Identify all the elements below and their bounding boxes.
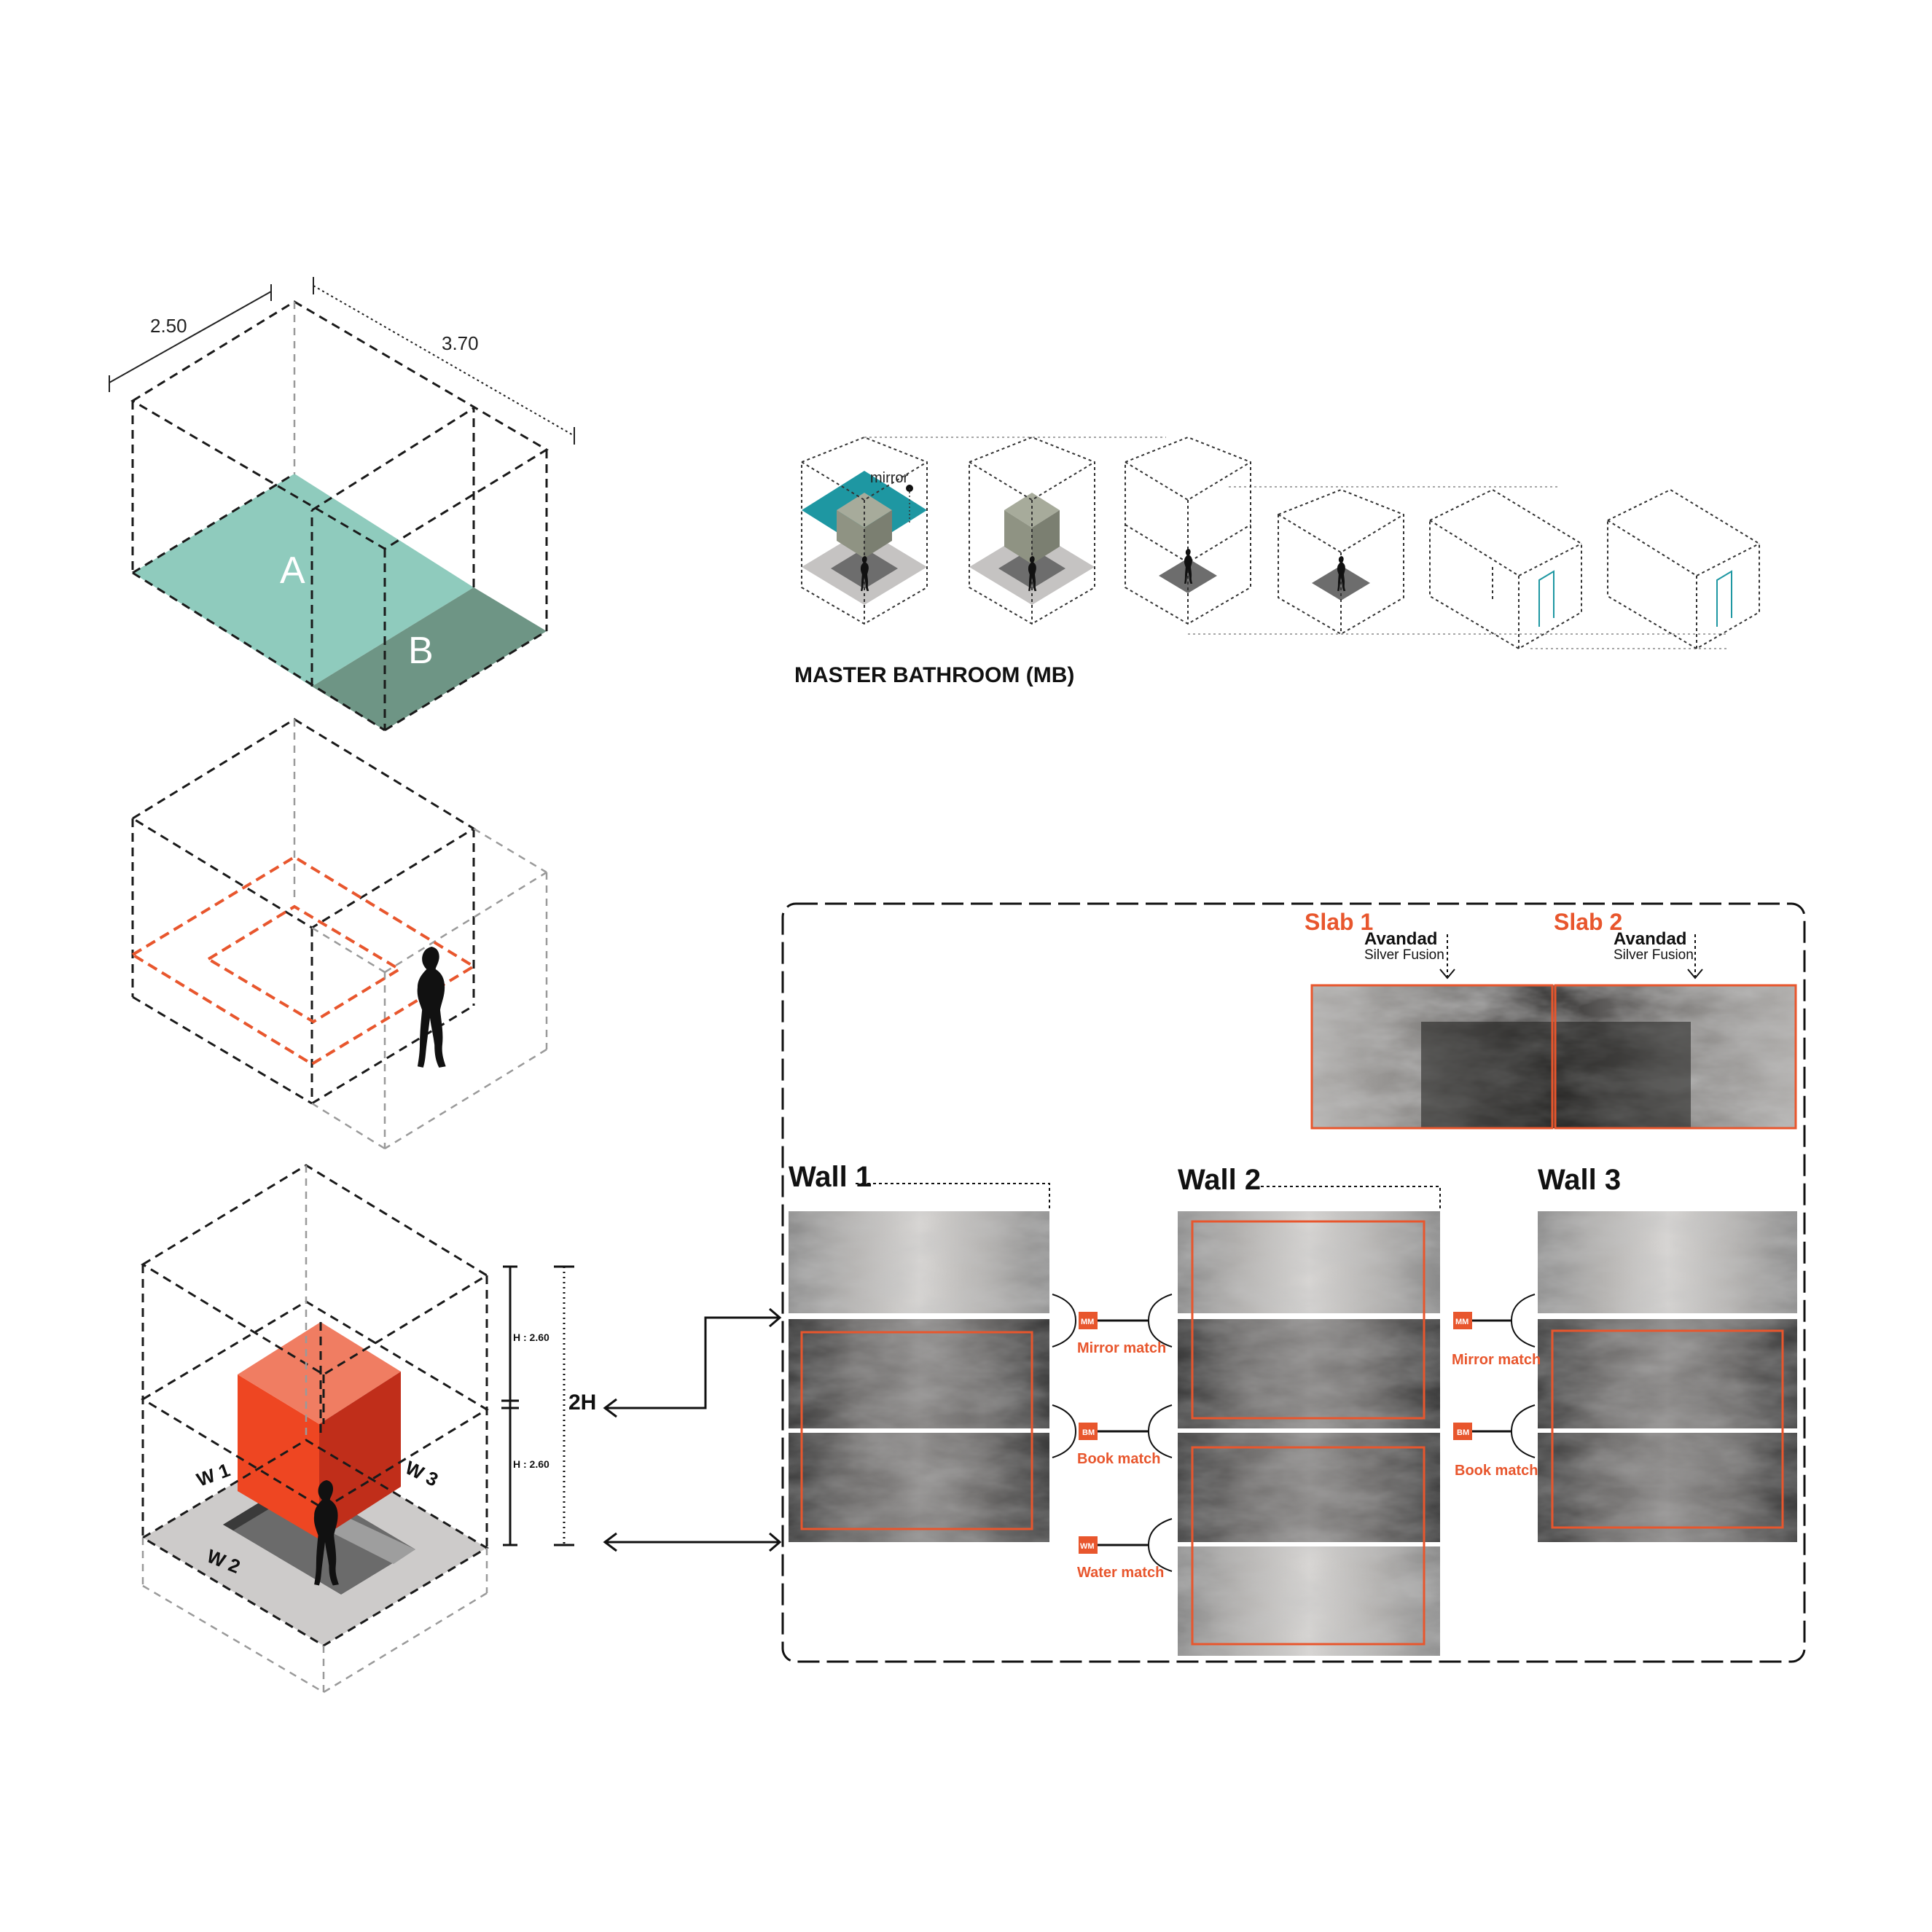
slab1-title: Slab 1 [1305, 909, 1373, 935]
match-mirror-2: MM Mirror match [1452, 1294, 1541, 1368]
wall3-title: Wall 3 [1538, 1164, 1621, 1196]
slab2-brand: Avandad [1614, 929, 1686, 949]
zone-b-floor [312, 587, 547, 730]
mb-step-5 [1429, 488, 1582, 650]
length-dimension-label: 3.70 [442, 332, 479, 354]
match-book-2: BM Book match [1453, 1404, 1538, 1479]
svg-text:BM: BM [1082, 1428, 1095, 1437]
wall2-title: Wall 2 [1178, 1164, 1261, 1196]
mb-step-6 [1607, 488, 1760, 650]
mb-sequence: mirror [794, 436, 1760, 687]
match-mirror-1: MM Mirror match [1052, 1294, 1173, 1356]
mb-title: MASTER BATHROOM (MB) [794, 663, 1074, 687]
panel-frame [781, 902, 1806, 1663]
cube-front-face [238, 1374, 319, 1539]
wall1-panels [789, 1211, 1049, 1542]
double-height-label: 2H [568, 1391, 596, 1415]
svg-text:MM: MM [1455, 1318, 1468, 1326]
mb-step-2 [969, 436, 1095, 625]
slab1-brand: Avandad [1364, 929, 1437, 949]
connector-upper [605, 1316, 780, 1409]
wall1-title: Wall 1 [789, 1161, 872, 1193]
wall3-panels [1538, 1211, 1797, 1542]
zone-b-label: B [408, 630, 434, 672]
shower-inner-outline [206, 904, 402, 1024]
book-match-label: Book match [1077, 1451, 1160, 1467]
mb-step-3 [1125, 436, 1251, 625]
height-top-label: H : 2.60 [513, 1331, 550, 1343]
water-match-label: Water match [1077, 1565, 1164, 1581]
zone-a-floor [133, 474, 474, 687]
slab-matching-panel: Slab 1 Avandad Silver Fusion Slab 2 Avan… [781, 902, 1806, 1663]
cladding-box: W 1 W 2 W 3 H : 2.60 H : 2.60 2H [141, 1164, 782, 1694]
slab2-title: Slab 2 [1554, 909, 1622, 935]
mirror-label: mirror [870, 470, 909, 486]
wall2-panels [1178, 1211, 1440, 1656]
person-silhouette [417, 947, 446, 1068]
zoning-box: 2.50 3.70 A B [109, 277, 575, 732]
slab1-finish: Silver Fusion [1364, 947, 1444, 963]
cube-side-face [319, 1372, 401, 1539]
zone-a-label: A [280, 550, 305, 592]
length-dimension-line [313, 285, 575, 437]
match-water: WM Water match [1077, 1518, 1173, 1581]
shower-outer-outline [130, 855, 477, 1066]
shower-zone-box [130, 718, 548, 1150]
mb-step-4 [1278, 488, 1404, 635]
svg-text:WM: WM [1080, 1542, 1095, 1551]
slab-image [1310, 984, 1797, 1130]
width-dimension-label: 2.50 [150, 315, 187, 337]
svg-text:BM: BM [1457, 1428, 1469, 1437]
match-book-1: BM Book match [1052, 1404, 1173, 1467]
w1-label: W 1 [194, 1459, 233, 1491]
slab2-finish: Silver Fusion [1614, 947, 1694, 963]
mirror-match-label: Mirror match [1077, 1340, 1166, 1356]
svg-text:MM: MM [1081, 1318, 1094, 1326]
book-match-label-2: Book match [1455, 1463, 1538, 1479]
mirror-match-label-2: Mirror match [1452, 1352, 1541, 1368]
height-bottom-label: H : 2.60 [513, 1458, 550, 1470]
mb-step-1: mirror [801, 436, 928, 625]
width-dimension-line [109, 291, 272, 383]
w3-label: W 3 [402, 1456, 442, 1490]
